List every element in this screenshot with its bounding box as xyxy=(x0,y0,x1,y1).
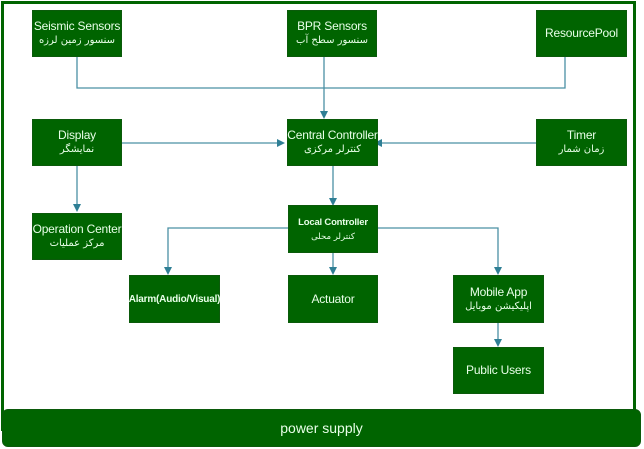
node-timer[interactable]: Timer زمان شمار xyxy=(536,119,627,166)
node-display[interactable]: Display نمایشگر xyxy=(32,119,122,166)
node-label: Display xyxy=(58,128,96,142)
node-label: Alarm(Audio/Visual) xyxy=(128,293,221,305)
node-bpr-sensors[interactable]: BPR Sensors سنسور سطح آب xyxy=(287,10,377,57)
node-public-users[interactable]: Public Users xyxy=(453,347,544,394)
node-label: Mobile App xyxy=(469,284,528,299)
node-label: Actuator xyxy=(311,291,355,306)
power-supply-bar[interactable]: power supply xyxy=(2,409,641,447)
power-supply-label: power supply xyxy=(280,420,363,436)
node-label: Operation Center xyxy=(32,222,122,236)
node-resourcepool[interactable]: ResourcePool xyxy=(536,10,627,57)
connector-seismic-bus xyxy=(76,57,566,89)
node-label: BPR Sensors xyxy=(297,19,367,33)
node-label: Seismic Sensors xyxy=(33,19,121,33)
node-label-fa: مرکز عملیات xyxy=(49,238,105,249)
node-label-fa: زمان شمار xyxy=(558,144,605,155)
connector-local-mobile xyxy=(378,227,502,275)
node-label-fa: کنترلر محلی xyxy=(311,231,355,242)
node-actuator[interactable]: Actuator xyxy=(288,275,378,323)
connector-local-alarm xyxy=(164,227,288,275)
node-label: Central Controller xyxy=(287,128,378,142)
node-label: ResourcePool xyxy=(545,26,618,40)
node-label-fa: اپلیکیشن موبایل xyxy=(465,300,532,312)
node-operation-center[interactable]: Operation Center مرکز عملیات xyxy=(32,213,122,260)
node-label: Public Users xyxy=(466,363,531,377)
system-boundary-frame xyxy=(1,1,636,431)
node-label-fa: سنسور سطح آب xyxy=(296,35,368,46)
node-label: Local Controller xyxy=(298,216,368,228)
node-local-controller[interactable]: Local Controller کنترلر محلی xyxy=(288,205,378,253)
node-mobile-app[interactable]: Mobile App اپلیکیشن موبایل xyxy=(453,275,544,323)
node-label: Timer xyxy=(566,128,597,142)
node-central-controller[interactable]: Central Controller کنترلر مرکزی xyxy=(287,119,378,166)
node-seismic-sensors[interactable]: Seismic Sensors سنسور زمین لرزه xyxy=(32,10,122,57)
node-alarm[interactable]: Alarm(Audio/Visual) xyxy=(129,275,220,323)
node-label-fa: نمایشگر xyxy=(59,144,95,155)
node-label-fa: سنسور زمین لرزه xyxy=(38,35,116,46)
node-label-fa: کنترلر مرکزی xyxy=(303,144,362,155)
